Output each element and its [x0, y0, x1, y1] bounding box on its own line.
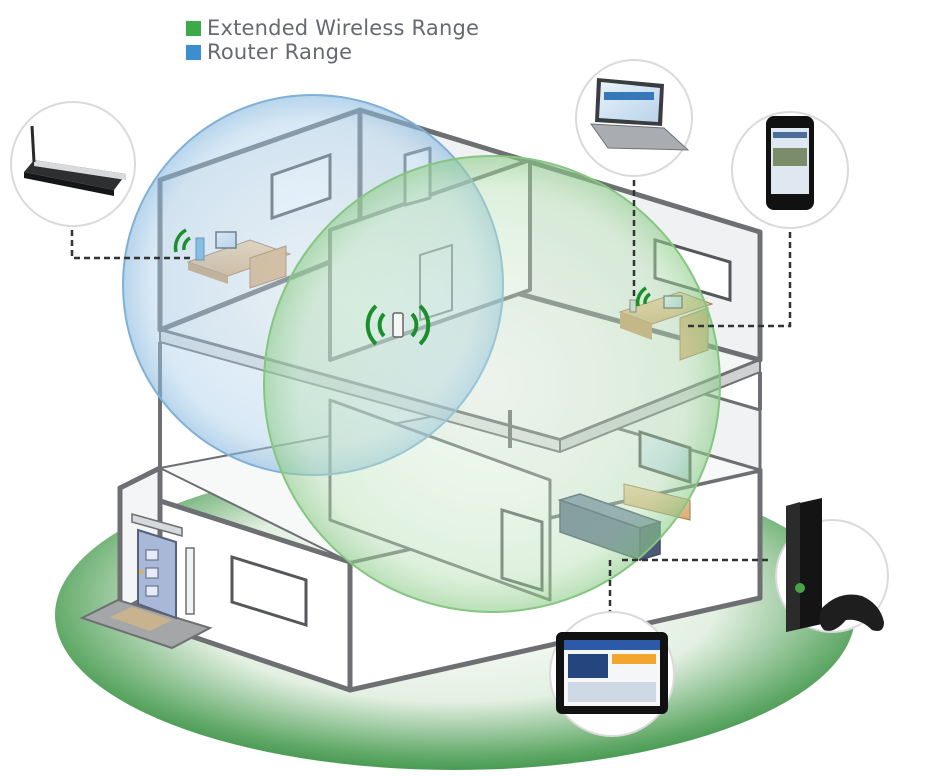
legend-label-router: Router Range	[207, 41, 352, 63]
device-bubble-laptop[interactable]	[576, 60, 692, 176]
legend-item-extended: Extended Wireless Range	[186, 16, 479, 40]
device-bubble-smartphone[interactable]	[732, 112, 848, 228]
legend-swatch-extended	[186, 21, 201, 36]
device-bubble-tablet[interactable]	[550, 612, 674, 736]
legend-item-router: Router Range	[186, 40, 479, 64]
extended-range-circle	[264, 156, 720, 612]
smartphone-icon	[766, 116, 814, 210]
legend-swatch-router	[186, 45, 201, 60]
device-bubble-game-console[interactable]	[776, 498, 888, 632]
device-bubble-router[interactable]	[11, 102, 135, 226]
legend: Extended Wireless Range Router Range	[186, 16, 479, 64]
legend-label-extended: Extended Wireless Range	[207, 17, 479, 39]
tablet-icon	[556, 632, 668, 714]
